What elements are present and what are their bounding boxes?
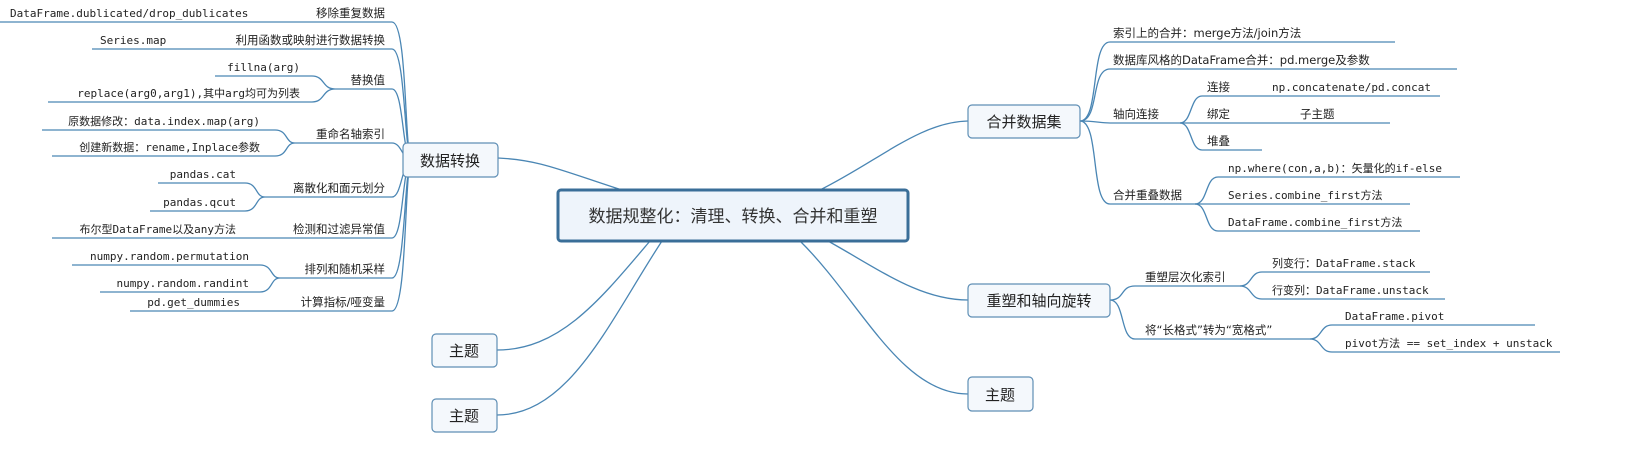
- node-rename-item[interactable]: 原数据修改：data.index.map(arg): [68, 114, 260, 128]
- svg-text:主题: 主题: [449, 342, 479, 360]
- node-db-merge[interactable]: 数据库风格的DataFrame合并：pd.merge及参数: [1113, 53, 1370, 67]
- node-discretize-item[interactable]: pandas.qcut: [163, 196, 236, 209]
- node-overlap-item[interactable]: DataFrame.combine_first方法: [1228, 215, 1402, 229]
- node-index-merge[interactable]: 索引上的合并：merge方法/join方法: [1113, 26, 1301, 40]
- node-remove-dup-item[interactable]: DataFrame.dublicated/drop_dublicates: [10, 7, 248, 20]
- node-replace-item[interactable]: replace(arg0,arg1),其中arg均可为列表: [77, 86, 300, 100]
- node-overlap-item[interactable]: np.where(con,a,b)：矢量化的if-else: [1228, 161, 1442, 175]
- node-replace[interactable]: 替换值: [351, 73, 386, 87]
- node-concat-item[interactable]: 绑定: [1207, 107, 1230, 121]
- node-outliers[interactable]: 检测和过滤异常值: [293, 222, 385, 236]
- reshape-labels: 重塑层次化索引 列变行：DataFrame.stack 行变列：DataFram…: [1145, 256, 1553, 350]
- node-sampling[interactable]: 排列和随机采样: [305, 262, 386, 276]
- topic-left-1[interactable]: 主题: [431, 333, 498, 368]
- node-concat-item[interactable]: 堆叠: [1207, 134, 1230, 148]
- topic-right[interactable]: 主题: [967, 376, 1034, 412]
- reshape-connectors: [1109, 271, 1560, 353]
- topic-transform[interactable]: 数据转换: [402, 142, 499, 178]
- topic-reshape[interactable]: 重塑和轴向旋转: [967, 283, 1111, 318]
- svg-text:主题: 主题: [985, 386, 1015, 404]
- node-sampling-item[interactable]: numpy.random.permutation: [90, 250, 249, 263]
- node-sampling-item[interactable]: numpy.random.randint: [117, 277, 249, 290]
- node-rename[interactable]: 重命名轴索引: [316, 127, 385, 141]
- node-overlap-item[interactable]: Series.combine_first方法: [1228, 188, 1382, 202]
- node-discretize-item[interactable]: pandas.cat: [170, 168, 236, 181]
- node-pivot[interactable]: 将“长格式”转为“宽格式”: [1145, 323, 1272, 337]
- node-concat-item[interactable]: 连接: [1207, 80, 1230, 94]
- node-hier-item[interactable]: 列变行：DataFrame.stack: [1272, 256, 1416, 270]
- node-map[interactable]: 利用函数或映射进行数据转换: [236, 33, 386, 47]
- node-outliers-item[interactable]: 布尔型DataFrame以及any方法: [80, 222, 236, 236]
- node-hier-item[interactable]: 行变列：DataFrame.unstack: [1272, 283, 1429, 297]
- node-remove-dup[interactable]: 移除重复数据: [316, 6, 385, 20]
- node-dummies-item[interactable]: pd.get_dummies: [147, 296, 240, 309]
- merge-connectors: [1079, 41, 1460, 232]
- node-concat-detail[interactable]: np.concatenate/pd.concat: [1272, 81, 1431, 94]
- topic-merge[interactable]: 合并数据集: [967, 104, 1081, 139]
- node-rename-item[interactable]: 创建新数据：rename,Inplace参数: [79, 140, 260, 154]
- node-pivot-item[interactable]: pivot方法 == set_index + unstack: [1345, 336, 1553, 350]
- transform-labels: 移除重复数据 DataFrame.dublicated/drop_dublica…: [10, 6, 385, 309]
- node-concat[interactable]: 轴向连接: [1113, 107, 1159, 121]
- svg-text:主题: 主题: [449, 407, 479, 425]
- node-discretize[interactable]: 离散化和面元划分: [293, 181, 385, 195]
- node-map-item[interactable]: Series.map: [100, 34, 166, 47]
- topic-left-2[interactable]: 主题: [431, 398, 498, 433]
- central-topic[interactable]: 数据规整化：清理、转换、合并和重塑: [556, 188, 910, 243]
- node-pivot-item[interactable]: DataFrame.pivot: [1345, 310, 1444, 323]
- node-dummies[interactable]: 计算指标/哑变量: [301, 295, 385, 309]
- central-topic-label: 数据规整化：清理、转换、合并和重塑: [589, 207, 878, 227]
- node-replace-item[interactable]: fillna(arg): [227, 61, 300, 74]
- node-concat-detail[interactable]: 子主题: [1300, 107, 1335, 121]
- node-overlap[interactable]: 合并重叠数据: [1113, 188, 1182, 202]
- svg-text:数据转换: 数据转换: [420, 152, 480, 170]
- svg-text:合并数据集: 合并数据集: [986, 113, 1061, 131]
- central-connectors: [496, 120, 969, 416]
- node-hier[interactable]: 重塑层次化索引: [1145, 270, 1226, 284]
- merge-labels: 索引上的合并：merge方法/join方法 数据库风格的DataFrame合并：…: [1113, 26, 1442, 229]
- svg-text:重塑和轴向旋转: 重塑和轴向旋转: [986, 292, 1091, 310]
